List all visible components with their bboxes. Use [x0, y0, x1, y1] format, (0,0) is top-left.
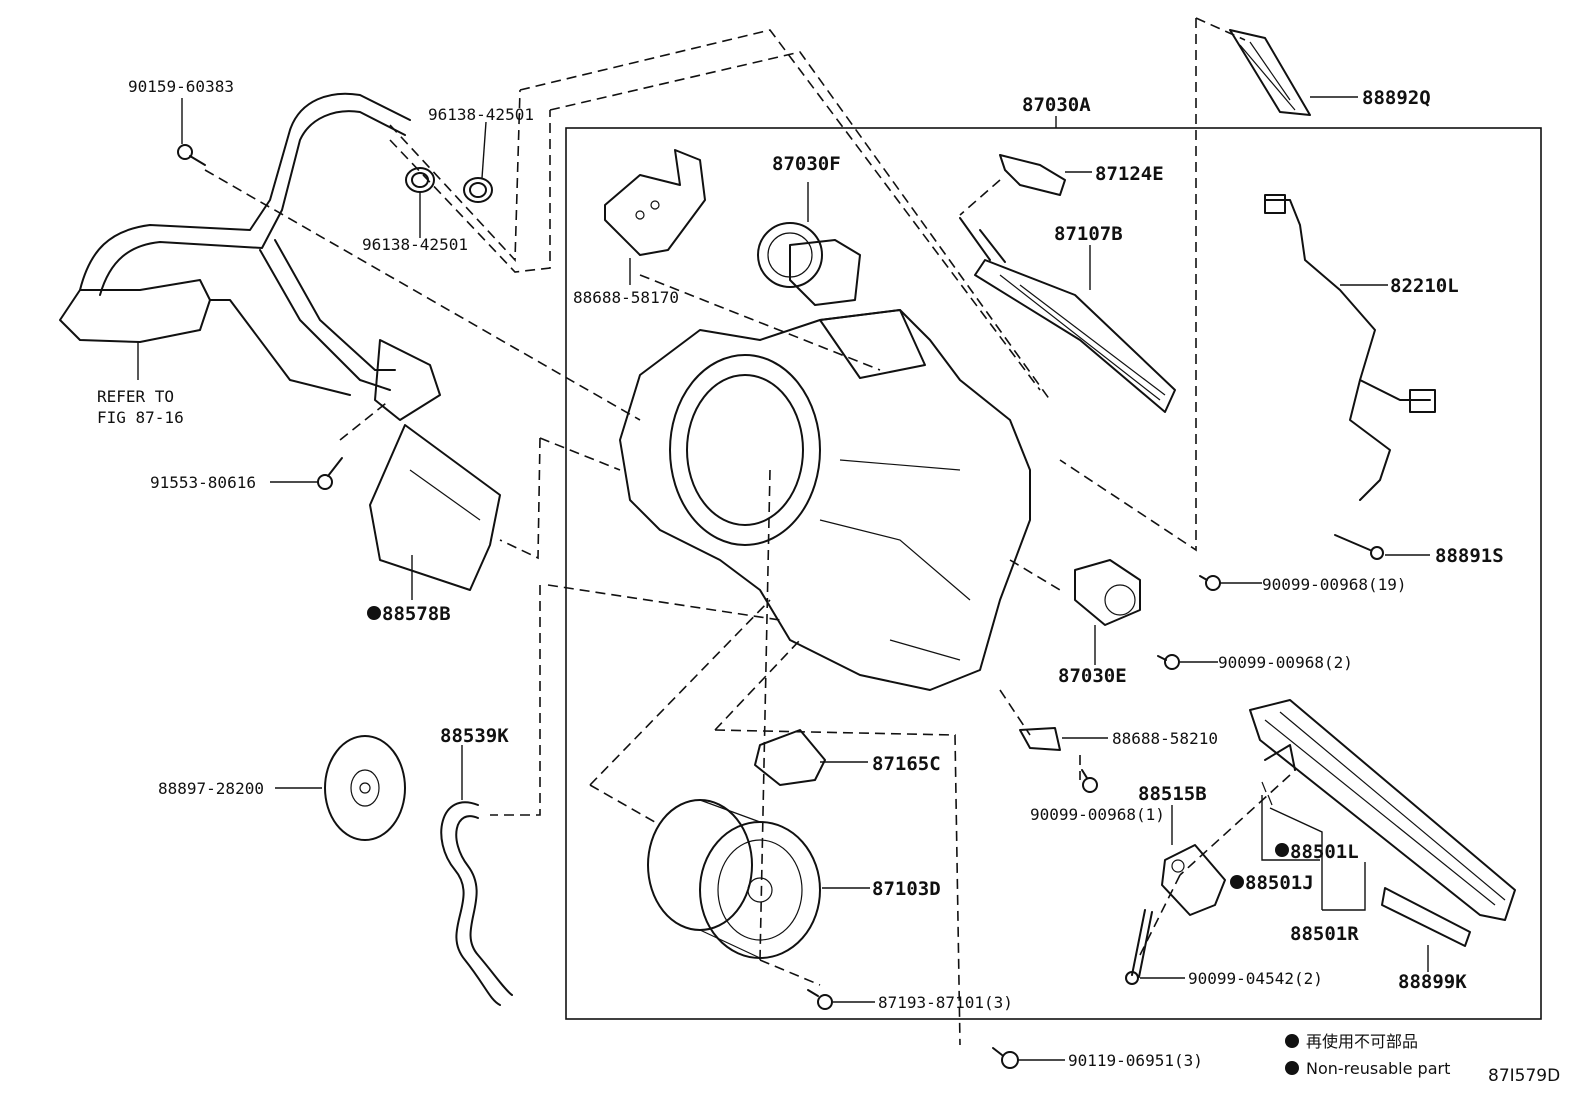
label-91553-80616: 91553-80616: [150, 473, 256, 492]
sensor-88891S: [1334, 534, 1430, 560]
callout-labels: 90159-60383 96138-42501 96138-42501 8868…: [97, 77, 1504, 1070]
bracket-88688-58170: [604, 149, 706, 285]
label-87107B: 87107B: [1054, 223, 1123, 245]
servo-87030F: [757, 182, 861, 306]
legend-dot-jp: [1285, 1034, 1299, 1048]
label-88578B: 88578B: [382, 603, 451, 625]
label-90159-60383: 90159-60383: [128, 77, 234, 96]
legend-dot-en: [1285, 1061, 1299, 1075]
wire-harness-82210L: [1264, 194, 1436, 501]
legend: 再使用不可部品 Non-reusable part: [1285, 1032, 1450, 1078]
screw-87193: [807, 989, 875, 1010]
figure-code: 87I579D: [1488, 1066, 1560, 1086]
bracket-88688-58210: [1019, 727, 1108, 751]
label-96138-42501-top: 96138-42501: [428, 105, 534, 124]
filter-88892Q: [1229, 29, 1358, 116]
label-88688-58170: 88688-58170: [573, 288, 679, 307]
screw-90099-04542: [1125, 909, 1185, 985]
label-90099-04542-2: 90099-04542(2): [1188, 969, 1323, 988]
label-96138-42501-bottom: 96138-42501: [362, 235, 468, 254]
label-90099-00968-2: 90099-00968(2): [1218, 653, 1353, 672]
hose-clips: [405, 121, 493, 238]
valve-88515B: [1161, 805, 1226, 916]
label-87124E: 87124E: [1095, 163, 1164, 185]
blower-87103D: [647, 799, 870, 959]
resistor-87165C: [754, 729, 868, 786]
hvac-case: [619, 309, 1031, 691]
seals-88501: [1261, 781, 1366, 911]
nonreusable-dot-88501J: [1230, 875, 1244, 889]
label-88688-58210: 88688-58210: [1112, 729, 1218, 748]
insulator-88578B: [369, 424, 501, 600]
nonreusable-dot-88578B: [367, 606, 381, 620]
bracket-88899K: [1381, 887, 1471, 972]
label-87165C: 87165C: [872, 753, 941, 775]
refer-fig-text: FIG 87-16: [97, 408, 184, 427]
label-88899K: 88899K: [1398, 971, 1467, 993]
label-90099-00968-19: 90099-00968(19): [1262, 575, 1407, 594]
label-88515B: 88515B: [1138, 783, 1207, 805]
label-82210L: 82210L: [1390, 275, 1459, 297]
label-88897-28200: 88897-28200: [158, 779, 264, 798]
screw-90119: [992, 1047, 1065, 1069]
bolt-90159: [177, 98, 206, 166]
label-88501J: 88501J: [1245, 872, 1314, 894]
servo-87030E: [1074, 559, 1141, 665]
assembly-frame: [565, 127, 1542, 1020]
label-88501R: 88501R: [1290, 923, 1359, 945]
legend-jp-text: 再使用不可部品: [1306, 1032, 1418, 1051]
assembly-label: 87030A: [1022, 94, 1091, 116]
legend-en-text: Non-reusable part: [1306, 1059, 1450, 1078]
nonreusable-dot-88501L: [1275, 843, 1289, 857]
label-88539K: 88539K: [440, 725, 509, 747]
heater-core-88501R: [1249, 699, 1516, 921]
hose-88539K: [440, 745, 513, 1006]
bolt-91553: [270, 457, 343, 490]
connector-87124E: [999, 154, 1092, 196]
pulley-88897: [275, 735, 406, 841]
label-87193-87101-3: 87193-87101(3): [878, 993, 1013, 1012]
label-90119-06951-3: 90119-06951(3): [1068, 1051, 1203, 1070]
label-87030E: 87030E: [1058, 665, 1127, 687]
label-87030F: 87030F: [772, 153, 841, 175]
screws-90099: [1081, 575, 1262, 793]
label-88501L: 88501L: [1290, 841, 1359, 863]
heater-pipe-assembly: [59, 92, 441, 421]
refer-to-text: REFER TO: [97, 387, 174, 406]
label-88892Q: 88892Q: [1362, 87, 1431, 109]
label-88891S: 88891S: [1435, 545, 1504, 567]
label-87103D: 87103D: [872, 878, 941, 900]
evaporator-87107B: [959, 217, 1176, 413]
label-90099-00968-1: 90099-00968(1): [1030, 805, 1165, 824]
